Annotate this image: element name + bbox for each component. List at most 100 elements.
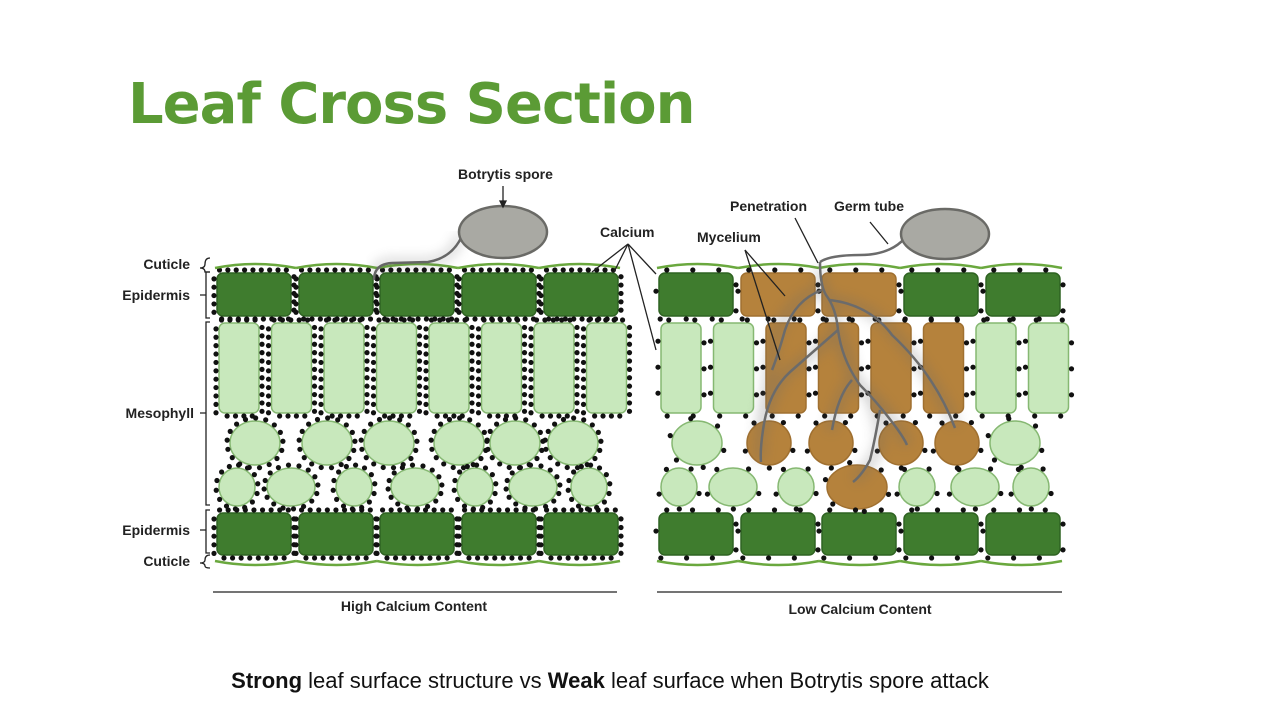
calcium-dot xyxy=(298,507,305,513)
calcium-dot xyxy=(461,507,468,513)
calcium-dot xyxy=(580,376,587,382)
calcium-dot xyxy=(211,301,217,307)
calcium-dot xyxy=(901,466,908,472)
calcium-dot xyxy=(254,490,260,497)
calcium-dot xyxy=(909,267,915,273)
calcium-dot xyxy=(469,324,475,331)
calcium-dot xyxy=(716,267,722,273)
calcium-dot xyxy=(513,415,519,421)
calcium-dot xyxy=(265,384,272,391)
calcium-dot xyxy=(388,494,394,500)
calcium-dot xyxy=(293,276,299,282)
calcium-dot xyxy=(370,351,377,357)
epidermis-cell xyxy=(379,512,455,556)
calcium-dot xyxy=(252,317,258,323)
calcium-dot xyxy=(847,460,853,466)
calcium-dot xyxy=(528,351,534,357)
calcium-dot xyxy=(509,555,515,561)
cuticle-top xyxy=(214,262,297,270)
calcium-dot xyxy=(475,401,482,407)
calcium-dot xyxy=(574,391,580,398)
calcium-dot xyxy=(743,413,749,419)
calcium-dot xyxy=(487,499,493,505)
calcium-dot xyxy=(963,392,970,398)
spongy-cell xyxy=(266,467,316,507)
calcium-dot xyxy=(791,316,797,322)
calcium-dot xyxy=(571,469,577,475)
cuticle-bottom xyxy=(656,559,739,567)
calcium-dot xyxy=(580,359,587,366)
calcium-dot xyxy=(265,326,272,332)
calcium-dot xyxy=(735,288,741,294)
calcium-dot xyxy=(608,413,615,419)
calcium-dot xyxy=(934,490,940,497)
calcium-dot xyxy=(335,417,341,423)
calcium-dot xyxy=(340,317,346,323)
calcium-dot xyxy=(346,555,352,561)
calcium-dot xyxy=(238,555,244,561)
calcium-dot xyxy=(427,555,433,561)
calcium-dot xyxy=(416,391,423,398)
calcium-dot xyxy=(664,267,670,273)
calcium-dot xyxy=(528,401,534,407)
epidermis-cell xyxy=(903,272,979,317)
calcium-dot xyxy=(478,267,484,273)
calcium-dot xyxy=(456,533,462,539)
calcium-dot xyxy=(503,486,509,492)
calcium-dot xyxy=(336,469,342,475)
spongy-cell xyxy=(301,420,353,466)
calcium-dot xyxy=(753,366,760,372)
calcium-dot xyxy=(528,334,534,340)
calcium-dot xyxy=(865,364,871,370)
calcium-dot xyxy=(418,555,424,561)
calcium-dot xyxy=(538,550,544,556)
label-low-calcium: Low Calcium Content xyxy=(788,601,931,617)
calcium-dot xyxy=(574,375,580,381)
calcium-dot xyxy=(815,521,821,527)
calcium-dot xyxy=(707,364,714,370)
calcium-dot xyxy=(311,358,318,364)
calcium-dot xyxy=(538,463,544,469)
calcium-dot xyxy=(262,477,268,484)
calcium-dot xyxy=(595,429,601,435)
calcium-dot xyxy=(922,447,928,453)
calcium-dot xyxy=(401,555,407,561)
epidermis-cell xyxy=(543,512,619,556)
calcium-dot xyxy=(359,446,365,452)
calcium-dot xyxy=(927,413,933,419)
calcium-dot xyxy=(216,267,223,273)
calcium-dot xyxy=(312,474,318,480)
calcium-dot xyxy=(268,507,274,513)
calcium-dot xyxy=(416,383,423,389)
calcium-dot xyxy=(280,438,286,444)
calcium-dot xyxy=(707,338,714,344)
calcium-dot xyxy=(227,428,233,434)
calcium-dot xyxy=(323,317,330,323)
calcium-dot xyxy=(374,301,380,307)
calcium-dot xyxy=(422,507,429,513)
calcium-dot xyxy=(852,447,858,453)
calcium-dot xyxy=(324,507,330,513)
calcium-dot xyxy=(374,276,380,282)
calcium-dot xyxy=(1059,317,1065,323)
calcium-dot xyxy=(461,267,468,273)
calcium-dot xyxy=(587,462,594,468)
calcium-dot xyxy=(858,340,865,346)
calcium-dot xyxy=(259,341,265,347)
calcium-dot xyxy=(349,429,355,435)
calcium-dot xyxy=(213,376,219,382)
calcium-dot xyxy=(827,507,833,513)
calcium-dot xyxy=(242,416,249,423)
calcium-dot xyxy=(514,317,521,323)
spongy-cell xyxy=(777,467,815,507)
calcium-dot xyxy=(991,457,998,463)
calcium-dot xyxy=(547,413,554,419)
calcium-dot xyxy=(612,507,618,513)
calcium-dot xyxy=(318,410,324,416)
calcium-dot xyxy=(853,267,859,273)
calcium-dot xyxy=(1043,267,1049,273)
calcium-dot xyxy=(266,461,272,468)
calcium-dot xyxy=(666,317,672,323)
calcium-dot xyxy=(371,490,377,497)
calcium-dot xyxy=(744,317,750,323)
